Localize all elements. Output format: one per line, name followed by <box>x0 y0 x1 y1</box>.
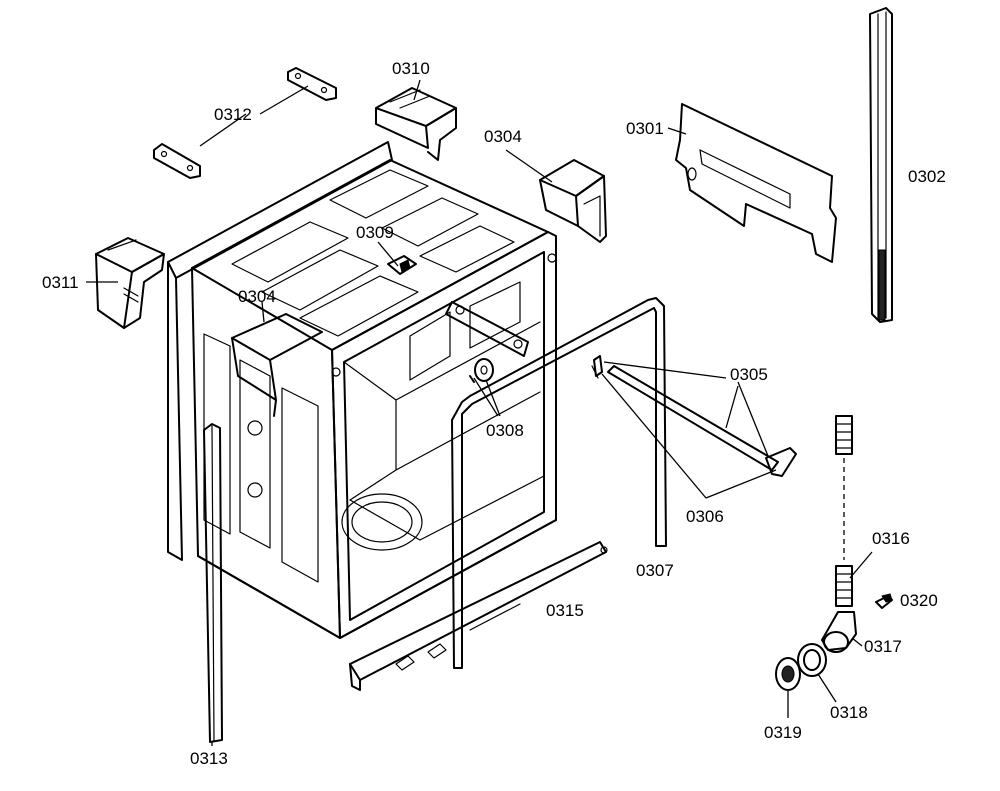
part-0312-plates <box>153 67 337 179</box>
part-0313-strip <box>203 423 223 743</box>
part-0310-hinge-cover <box>375 87 457 161</box>
callout-0320: 0320 <box>900 591 938 610</box>
callout-0315: 0315 <box>546 601 584 620</box>
callout-0302: 0302 <box>908 167 946 186</box>
part-0311-hinge-cover <box>95 237 165 329</box>
part-0308-bracket <box>445 301 529 383</box>
callout-0308: 0308 <box>486 421 524 440</box>
part-0317-elbow <box>821 611 857 653</box>
callout-0304-lower: 0304 <box>238 287 276 306</box>
part-0304-lower-bracket <box>231 313 323 417</box>
part-0320-screw <box>875 593 893 609</box>
callout-0306: 0306 <box>686 507 724 526</box>
part-0319-washer <box>775 657 801 691</box>
callout-0318: 0318 <box>830 703 868 722</box>
callout-labels: 0301 0302 0304 0304 0305 0306 0307 0308 … <box>42 59 946 768</box>
callout-0311: 0311 <box>42 273 79 292</box>
part-0318-nut <box>797 643 827 677</box>
callout-0304-upper: 0304 <box>484 127 522 146</box>
callout-0307: 0307 <box>636 561 674 580</box>
part-0307-seal <box>451 297 667 669</box>
callout-0313: 0313 <box>190 749 228 768</box>
part-0309-clip <box>387 255 417 275</box>
callout-0310: 0310 <box>392 59 430 78</box>
callout-0312: 0312 <box>214 105 252 124</box>
part-0301-panel <box>675 103 837 263</box>
part-0304-upper-bracket <box>539 159 607 243</box>
callout-0309: 0309 <box>356 223 394 242</box>
callout-0301: 0301 <box>626 119 664 138</box>
part-0316-hose <box>835 415 853 607</box>
leader-lines <box>86 79 873 746</box>
part-0315-rail <box>349 541 608 691</box>
part-0302-strip <box>869 7 893 323</box>
callout-0305: 0305 <box>730 365 768 384</box>
callout-0319: 0319 <box>764 723 802 742</box>
callout-0316: 0316 <box>872 529 910 548</box>
callout-0317: 0317 <box>864 637 902 656</box>
